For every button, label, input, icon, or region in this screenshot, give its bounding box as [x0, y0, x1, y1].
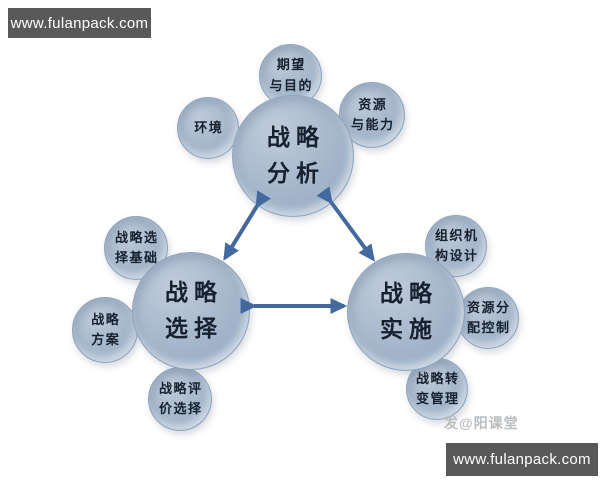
node-label: 与能力	[350, 117, 395, 132]
node-environment: 环境	[177, 97, 239, 159]
author-signature-watermark: 发@阳课堂	[444, 415, 519, 431]
node-label: 组织机	[434, 227, 479, 243]
node-label: 分析	[267, 161, 325, 186]
node-label: 择基础	[114, 250, 159, 265]
node-strategic-analysis: 战略 分析	[232, 95, 354, 217]
node-strategic-choice: 战略 选择	[132, 252, 250, 370]
node-label: 战略选	[114, 229, 159, 245]
node-label: 变管理	[415, 391, 460, 406]
watermark-bar-top: www.fulanpack.com	[8, 8, 151, 38]
watermark-bar-bottom: www.fulanpack.com	[446, 443, 598, 476]
node-evaluation-selection: 战略评 价选择	[148, 367, 212, 431]
node-label: 实施	[380, 317, 438, 342]
node-label: 构设计	[434, 248, 479, 263]
node-label: 价选择	[158, 401, 203, 416]
node-label: 战略	[91, 311, 121, 327]
node-label: 战略	[267, 125, 325, 151]
node-label: 与目的	[269, 77, 313, 93]
arrow-analysis-implementation	[316, 186, 375, 262]
node-change-management: 战略转 变管理	[406, 358, 468, 420]
node-label: 选择	[165, 316, 223, 341]
watermark-url-bottom: www.fulanpack.com	[453, 451, 591, 468]
node-label: 战略转	[415, 370, 460, 386]
node-label: 战略	[165, 280, 223, 306]
node-resource-allocation: 资源分 配控制	[457, 287, 519, 349]
node-strategy-options: 战略 方案	[72, 297, 138, 363]
node-label: 方案	[91, 332, 121, 347]
watermark-url-top: www.fulanpack.com	[10, 14, 149, 32]
node-label: 资源	[358, 96, 388, 112]
node-label: 期望	[276, 57, 306, 73]
node-label: 战略	[380, 281, 438, 307]
node-expectations-purpose: 期望 与目的	[259, 44, 322, 107]
node-label: 配控制	[466, 320, 511, 335]
node-resources-capability: 资源 与能力	[339, 82, 405, 148]
node-strategic-implementation: 战略 实施	[347, 253, 465, 371]
node-label: 资源分	[466, 299, 511, 315]
arrow-analysis-choice	[223, 190, 271, 261]
node-label: 环境	[194, 119, 224, 135]
node-label: 战略评	[158, 380, 203, 396]
